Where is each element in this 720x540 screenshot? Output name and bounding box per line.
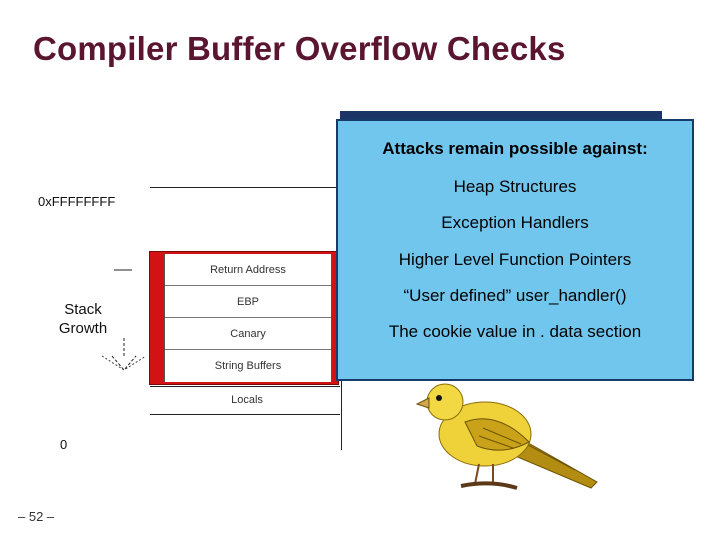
callout-item: The cookie value in . data section (388, 322, 642, 341)
slide-title: Compiler Buffer Overflow Checks (33, 30, 566, 67)
frame-cell-return-address: Return Address (165, 254, 331, 286)
locals-top-line (150, 386, 340, 387)
locals-cell: Locals (231, 394, 263, 406)
frame-right-border (341, 381, 342, 450)
callout-heading: Attacks remain possible against: (382, 139, 648, 158)
stack-growth-label: Stack Growth (58, 301, 108, 337)
bottom-address-label: 0 (60, 437, 68, 452)
canary-bird-icon (415, 383, 598, 490)
callout-item: Higher Level Function Pointers (398, 250, 632, 269)
frame-cell-ebp: EBP (165, 286, 331, 318)
frame-cell-string-buffers: String Buffers (214, 360, 282, 372)
callout-item: “User defined” user_handler() (403, 286, 627, 305)
stack-growth-arrow-icon (101, 269, 147, 371)
attacks-callout-box: Attacks remain possible against: Heap St… (336, 119, 694, 381)
callout-item: Exception Handlers (441, 213, 589, 232)
frame-cell-canary: Canary (165, 318, 331, 350)
top-address-label: 0xFFFFFFFF (38, 194, 116, 209)
stack-frame-cells: Return Address EBP Canary String Buffers (164, 254, 332, 382)
locals-bottom-line (150, 414, 340, 415)
slide-number: – 52 – (18, 509, 55, 524)
callout-item: Heap Structures (453, 177, 577, 196)
top-address-line (150, 187, 340, 188)
